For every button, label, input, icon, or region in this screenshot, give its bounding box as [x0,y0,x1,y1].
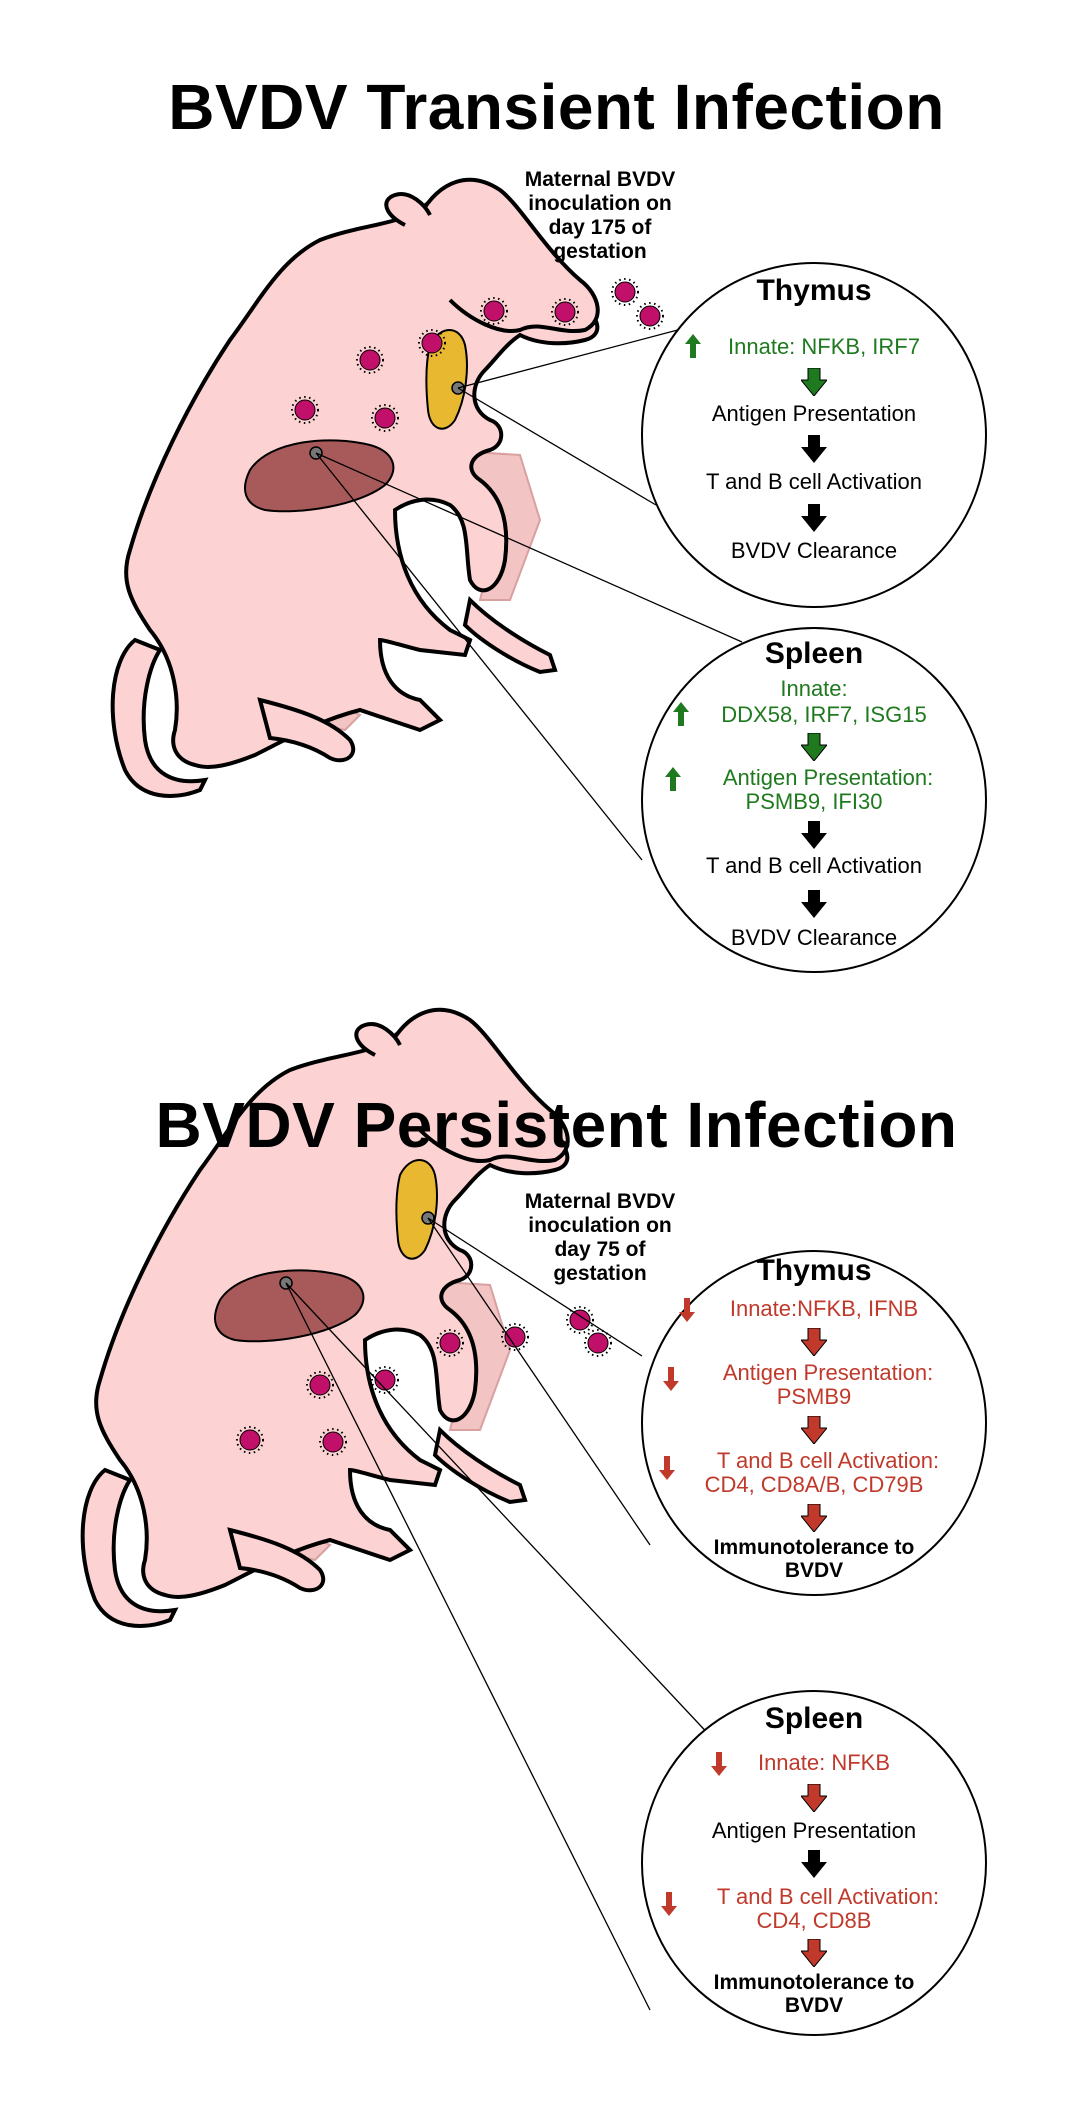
down-arrow-icon [801,1784,827,1812]
spleen-step-immunotolerance: Immunotolerance to [713,1971,915,1994]
inoculation-note-transient: Maternal BVDV inoculation on day 175 of … [500,168,700,264]
down-small-arrow-icon [661,1892,677,1916]
spleen-panel-persistent: Spleen Innate: NFKB Antigen Presentation… [641,1690,987,2036]
connectors-persistent [285,1217,715,2011]
down-arrow-icon [801,1939,827,1967]
note-line: Maternal BVDV [524,168,676,191]
down-arrow-icon [801,368,827,396]
thymus-step-activation: T and B cell Activation [705,469,923,494]
up-arrow-icon [685,334,701,358]
title-transient: BVDV Transient Infection [168,71,945,143]
note-line: inoculation on [528,1214,672,1237]
spleen-title: Spleen [764,1702,864,1735]
spleen-title: Spleen [764,637,864,670]
thymus-panel-transient: Thymus Innate: NFKB, IRF7 Antigen Presen… [641,262,987,608]
down-arrow-icon [801,1850,827,1878]
thymus-panel-persistent: Thymus Innate:NFKB, IFNB Antigen Present… [641,1250,987,1596]
note-line: day 75 of [554,1238,646,1261]
down-arrow-icon [801,733,827,761]
thymus-title: Thymus [756,274,872,307]
spleen-step-clearance: BVDV Clearance [730,925,898,950]
up-arrow-icon [665,767,681,791]
down-small-arrow-icon [659,1456,675,1480]
spleen-step-innate: Innate: NFKB [757,1750,891,1775]
thymus-title: Thymus [756,1254,872,1287]
connectors-transient [315,326,743,861]
spleen-step-antigen: Antigen Presentation: [722,765,934,790]
spleen-step-innate-label: Innate: [780,676,848,701]
thymus-step-antigen: Antigen Presentation: [722,1360,934,1385]
thymus-step-immunotolerance-target: BVDV [784,1559,844,1582]
note-line: day 175 of [548,216,652,239]
down-small-arrow-icon [711,1752,727,1776]
spleen-step-innate-genes: DDX58, IRF7, ISG15 [721,702,927,727]
down-arrow-icon [801,435,827,463]
down-arrow-icon [801,1328,827,1356]
note-line: gestation [553,1262,647,1285]
thymus-step-innate: Innate: NFKB, IRF7 [728,334,920,359]
down-small-arrow-icon [679,1298,695,1322]
note-line: inoculation on [528,192,672,215]
inoculation-note-persistent: Maternal BVDV inoculation on day 75 of g… [500,1190,700,1286]
note-line: gestation [553,240,647,263]
title-persistent: BVDV Persistent Infection [155,1089,958,1161]
spleen-step-activation: T and B cell Activation: [716,1884,940,1909]
up-arrow-icon [673,702,689,726]
down-small-arrow-icon [663,1367,679,1391]
thymus-step-immunotolerance: Immunotolerance to [713,1536,915,1559]
spleen-step-activation: T and B cell Activation [705,853,923,878]
spleen-step-activation-genes: CD4, CD8B [756,1908,872,1933]
down-arrow-icon [801,1504,827,1532]
down-arrow-icon [801,504,827,532]
thymus-step-activation-genes: CD4, CD8A/B, CD79B [704,1472,924,1497]
spleen-step-antigen: Antigen Presentation [711,1818,917,1843]
down-arrow-icon [801,821,827,849]
down-arrow-icon [801,1416,827,1444]
down-arrow-icon [801,890,827,918]
thymus-step-antigen-genes: PSMB9 [776,1384,852,1409]
calf-transient [110,177,600,798]
thymus-step-activation: T and B cell Activation: [716,1448,940,1473]
thymus-step-innate: Innate:NFKB, IFNB [729,1296,919,1321]
spleen-step-immunotolerance-target: BVDV [784,1994,844,2017]
thymus-step-antigen: Antigen Presentation [711,401,917,426]
spleen-step-antigen-genes: PSMB9, IFI30 [745,789,883,814]
thymus-step-clearance: BVDV Clearance [730,538,898,563]
spleen-panel-transient: Spleen Innate: DDX58, IRF7, ISG15 Antige… [641,627,987,973]
note-line: Maternal BVDV [524,1190,676,1213]
